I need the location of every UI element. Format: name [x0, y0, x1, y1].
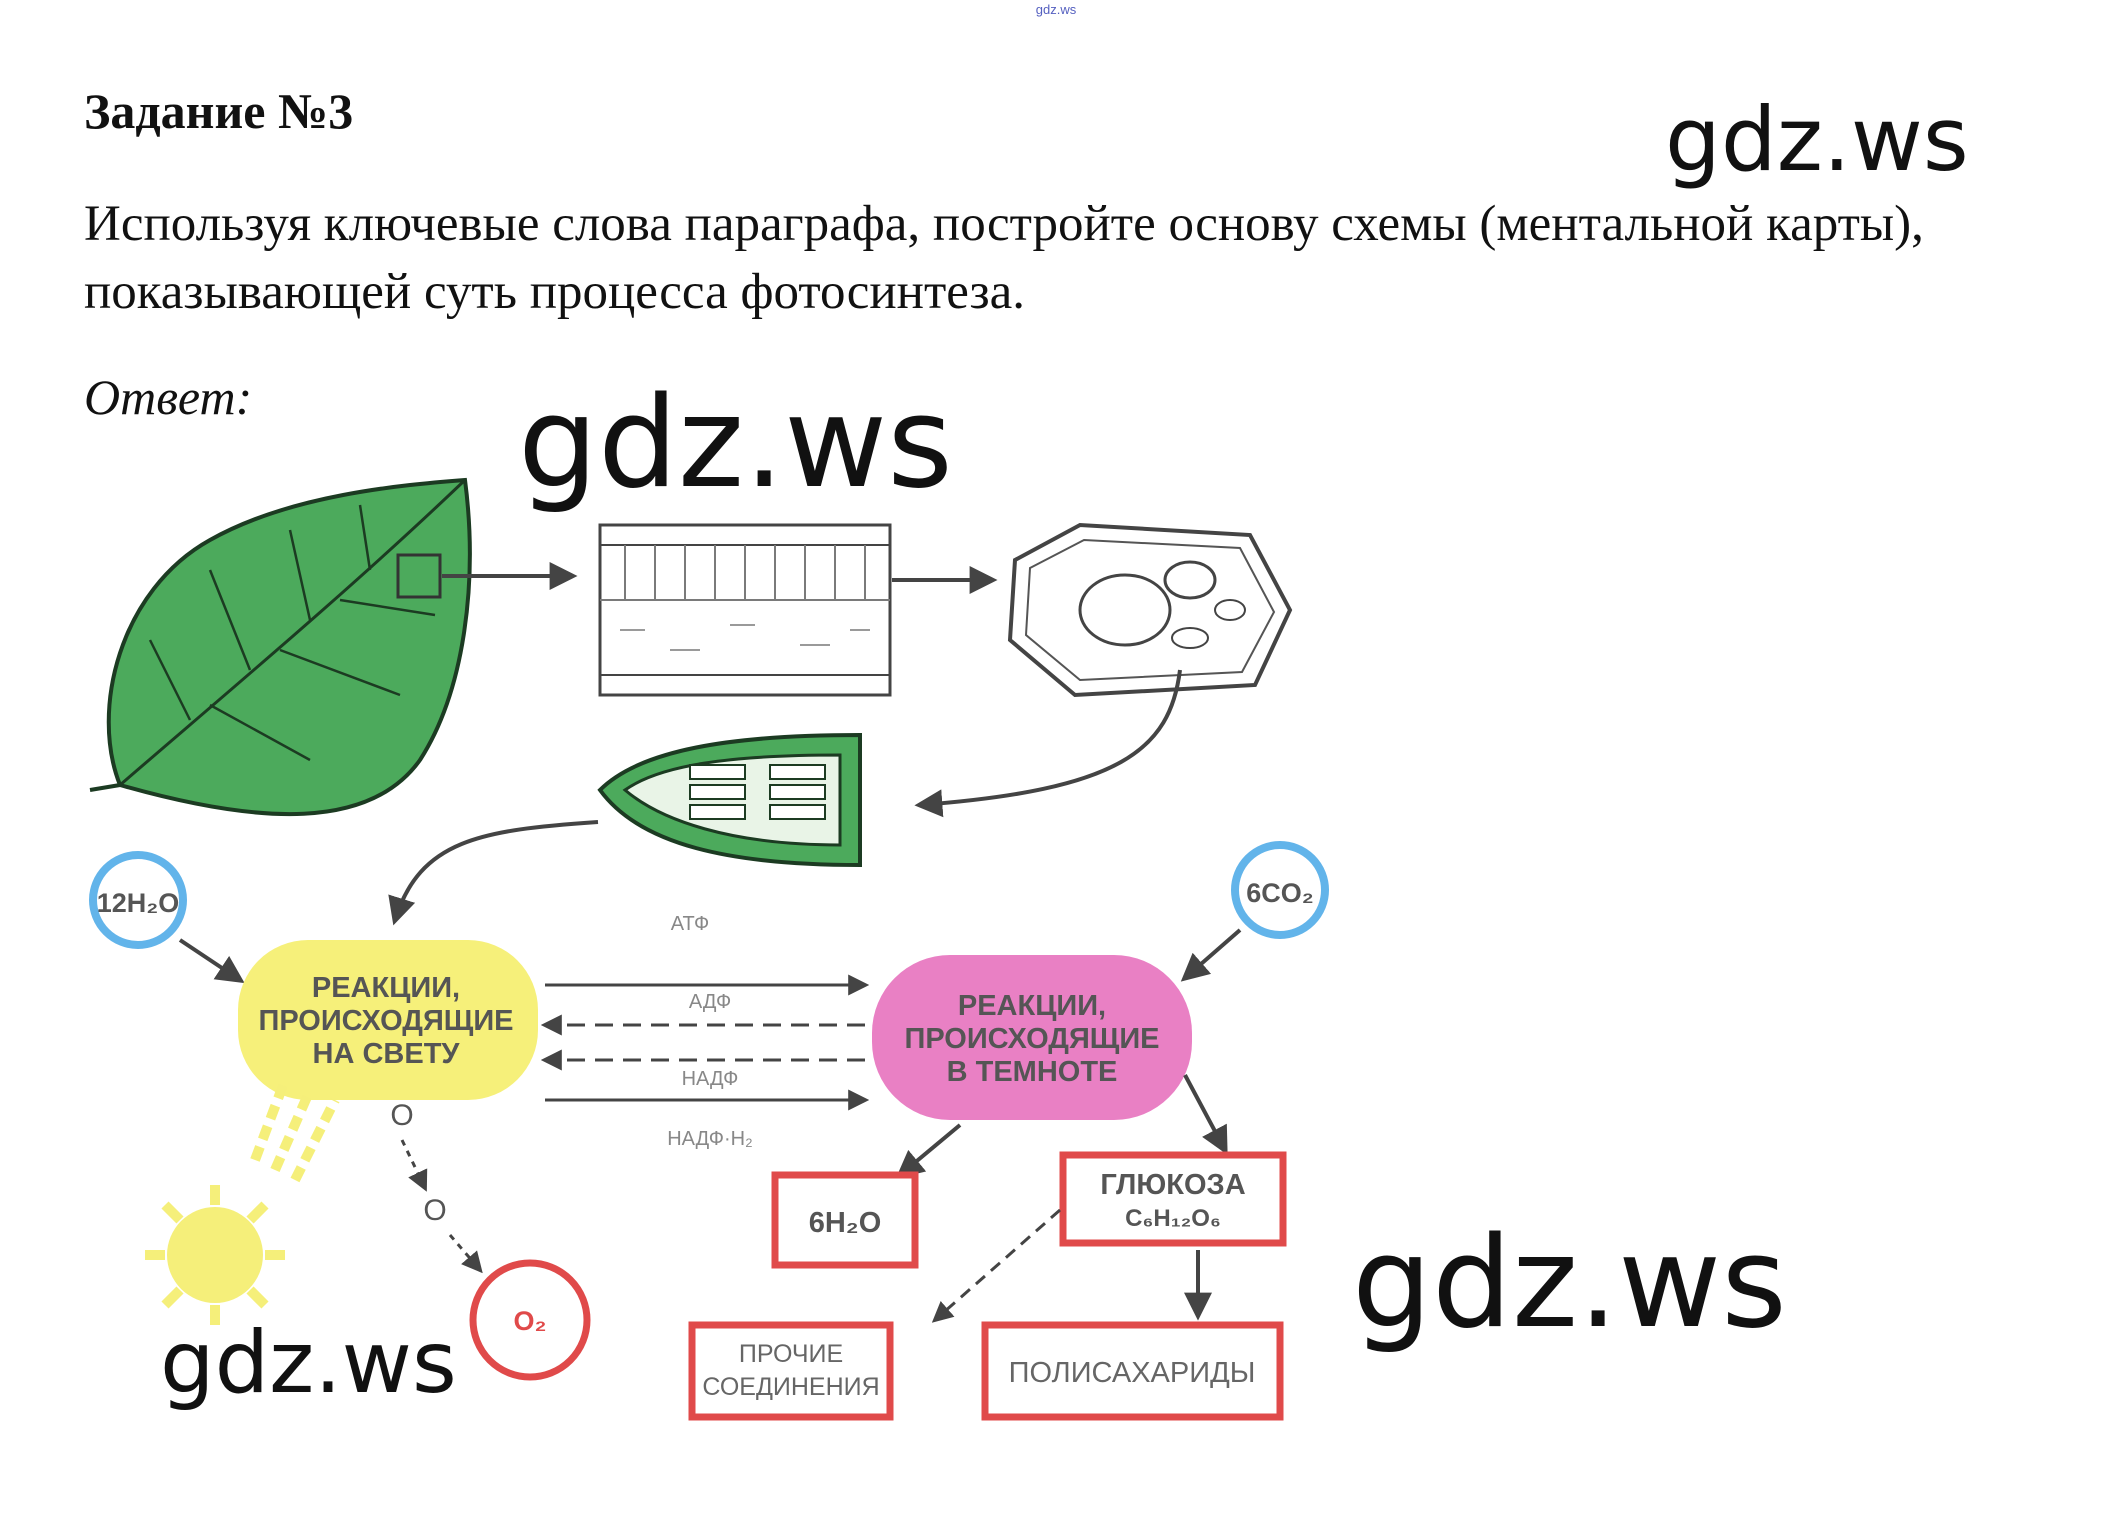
plant-cell: [1007, 522, 1293, 698]
other-compounds-line-1: ПРОЧИЕ: [739, 1340, 843, 1368]
dark-reactions-line-3: В ТЕМНОТЕ: [947, 1056, 1118, 1088]
answer-label: Ответ:: [84, 369, 253, 425]
watermark: gdz.ws: [1665, 88, 1969, 191]
water-output-label: 6H₂O: [809, 1207, 882, 1239]
oxygen-atom-2: O: [423, 1194, 446, 1227]
adf-label: АДФ: [689, 991, 731, 1013]
water-input-label: 12H₂O: [97, 888, 180, 918]
nadf-label: НАДФ: [682, 1068, 739, 1090]
watermark: gdz.ws: [1352, 1209, 1787, 1356]
oxygen-atom-1: O: [390, 1099, 413, 1132]
dark-reactions-line-1: РЕАКЦИИ,: [958, 990, 1106, 1022]
watermark: gdz.ws: [518, 369, 953, 516]
site-mark: gdz.ws: [1035, 2, 1077, 17]
dark-reactions-line-2: ПРОИСХОДЯЩИЕ: [904, 1023, 1159, 1055]
oxygen-output-label: O₂: [514, 1306, 547, 1336]
polysaccharides-label: ПОЛИСАХАРИДЫ: [1009, 1357, 1256, 1389]
watermark: gdz.ws: [160, 1313, 457, 1413]
light-reactions-line-3: НА СВЕТУ: [313, 1038, 461, 1070]
photosynthesis-diagram: 12H₂O 6CO₂ РЕАКЦИИ, ПРОИСХОДЯЩИЕ НА СВЕТ…: [89, 477, 1329, 1421]
other-compounds-line-2: СОЕДИНЕНИЯ: [702, 1373, 879, 1401]
glucose-title: ГЛЮКОЗА: [1100, 1169, 1245, 1201]
chloroplast: [597, 732, 862, 868]
light-reactions-line-1: РЕАКЦИИ,: [312, 972, 460, 1004]
atf-label: АТФ: [671, 913, 710, 935]
leaf-illustration: [89, 477, 472, 817]
task-title: Задание №3: [84, 83, 354, 139]
light-reactions-line-2: ПРОИСХОДЯЩИЕ: [258, 1005, 513, 1037]
co2-input-label: 6CO₂: [1246, 878, 1314, 908]
nadfh2-label: НАДФ·H₂: [667, 1128, 753, 1150]
leaf-cross-section: [598, 523, 892, 697]
sun-illustration: [145, 1078, 340, 1325]
glucose-formula: C₆H₁₂O₆: [1125, 1205, 1221, 1232]
task-text: Используя ключевые слова параграфа, пост…: [84, 196, 1924, 320]
